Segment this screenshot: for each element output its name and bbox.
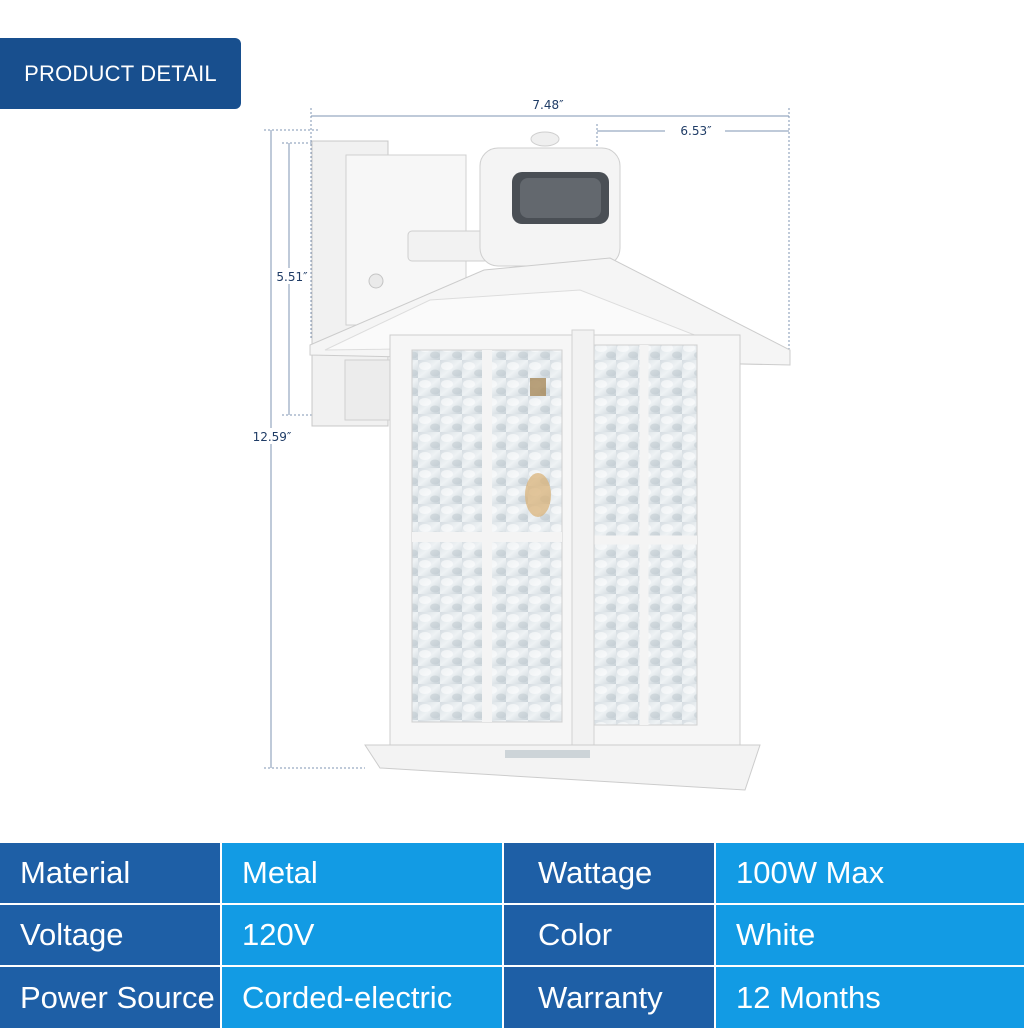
product-detail-banner: PRODUCT DETAIL [0, 38, 241, 109]
depth-label: 6.53″ [680, 124, 712, 138]
spec-label: Warranty [504, 967, 714, 1028]
lantern-body [389, 329, 741, 746]
width-label: 7.48″ [532, 98, 564, 112]
height-label: 12.59″ [253, 430, 292, 444]
extension-label: 5.51″ [276, 270, 308, 284]
spec-label: Power Source [0, 967, 220, 1028]
motion-sensor [479, 131, 621, 267]
height-dimension-line [264, 129, 365, 769]
spec-value: Metal [222, 843, 502, 903]
spec-value: 120V [222, 905, 502, 965]
spec-value: 12 Months [716, 967, 1024, 1028]
spec-table: Material Metal Wattage 100W Max Voltage … [0, 843, 1024, 1028]
spec-value: 100W Max [716, 843, 1024, 903]
spec-label: Material [0, 843, 220, 903]
banner-title: PRODUCT DETAIL [24, 60, 217, 86]
spec-label: Wattage [504, 843, 714, 903]
lantern-product-image: 7.48″ 6.53″ 5.51″ 12.59″ [252, 98, 791, 791]
width-dimension-line [310, 108, 790, 365]
spec-label: Voltage [0, 905, 220, 965]
spec-value: Corded-electric [222, 967, 502, 1028]
spec-value: White [716, 905, 1024, 965]
depth-dimension-line [596, 124, 789, 270]
spec-label: Color [504, 905, 714, 965]
